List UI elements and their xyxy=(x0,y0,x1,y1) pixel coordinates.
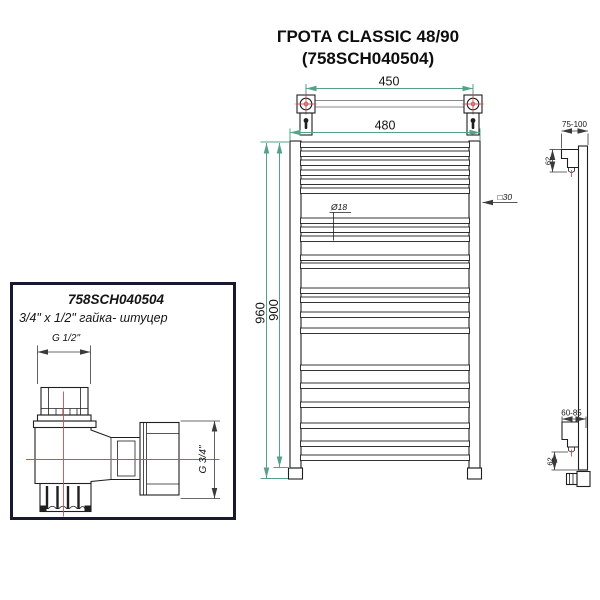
dim-overall-height: 960 xyxy=(253,141,290,479)
dim-62-top-label: 62 xyxy=(544,157,553,165)
rung-set xyxy=(300,141,470,461)
dim-450-label: 450 xyxy=(379,75,400,89)
dim-top-bracket-offset: 62 xyxy=(544,149,567,173)
rung xyxy=(300,217,470,224)
rung xyxy=(300,287,470,294)
left-post xyxy=(289,140,302,469)
rung xyxy=(300,311,470,318)
dim-body-height: 900 xyxy=(266,143,290,468)
left-foot xyxy=(287,467,304,480)
rung xyxy=(300,327,470,334)
post-profile-callout: □30 xyxy=(482,192,518,206)
side-bottom-fitting xyxy=(565,469,591,488)
rung xyxy=(300,262,470,269)
rung xyxy=(300,187,470,194)
rung xyxy=(300,159,470,166)
tube-diameter-label: Ø18 xyxy=(330,202,347,212)
fitting-drawing xyxy=(26,386,220,517)
detail-part-number: 758SCH040504 xyxy=(68,292,165,307)
base-foot xyxy=(40,505,47,512)
rung xyxy=(300,178,470,185)
rung xyxy=(300,226,470,233)
union-nut xyxy=(565,472,578,486)
rung xyxy=(300,254,470,261)
wall-bracket-left xyxy=(295,93,317,136)
front-view: 450 xyxy=(253,75,518,480)
bottom-thread xyxy=(39,482,92,513)
base-foot xyxy=(84,505,91,512)
dim-side-thread: G 3/4" xyxy=(180,420,220,499)
rung xyxy=(300,440,470,447)
dim-top-thread: G 1/2" xyxy=(37,333,91,384)
g-half-label: G 1/2" xyxy=(52,333,80,344)
rung xyxy=(300,169,470,176)
right-post xyxy=(468,140,481,469)
side-bottom-bracket xyxy=(561,421,579,457)
radiator-body xyxy=(287,140,483,480)
rung xyxy=(300,141,470,148)
dim-62-bottom-label: 62 xyxy=(546,457,555,465)
g-three-quarter-label: G 3/4" xyxy=(198,445,209,473)
right-foot xyxy=(466,467,483,480)
rung xyxy=(300,364,470,371)
rung xyxy=(300,401,470,408)
title-block: ГРОТА CLASSIC 48/90 (758SCH040504) xyxy=(277,27,459,68)
detail-box: 758SCH040504 3/4" x 1/2" гайка- штуцер G… xyxy=(10,282,236,520)
connection-nut xyxy=(139,421,180,496)
side-top-bracket xyxy=(560,148,579,177)
dim-top-wall-distance: 75-100 xyxy=(561,120,589,149)
tube-diameter-callout: Ø18 xyxy=(329,202,351,241)
dim-bottom-bracket-offset: 62 xyxy=(546,451,579,471)
dim-960-label: 960 xyxy=(253,302,268,324)
post-profile-label: □30 xyxy=(498,192,513,202)
detail-description: 3/4" x 1/2" гайка- штуцер xyxy=(19,311,168,325)
rung xyxy=(300,296,470,303)
rung xyxy=(300,454,470,461)
nipple xyxy=(117,440,136,477)
dim-bracket-spacing: 450 xyxy=(305,75,474,97)
dim-75-100-label: 75-100 xyxy=(562,120,587,129)
dim-60-85-label: 60-85 xyxy=(561,409,582,418)
dim-width: 480 xyxy=(289,119,481,140)
dim-bottom-wall-distance: 60-85 xyxy=(561,409,587,428)
rung xyxy=(300,150,470,157)
dim-900-label: 900 xyxy=(266,299,281,321)
drawing-title: ГРОТА CLASSIC 48/90 xyxy=(277,27,459,46)
rung xyxy=(300,382,470,389)
rung xyxy=(300,235,470,242)
rung xyxy=(300,422,470,429)
side-view: 75-100 62 60-85 62 xyxy=(544,120,591,488)
drawing-part-number: (758SCH040504) xyxy=(302,49,434,68)
dim-480-label: 480 xyxy=(375,119,396,133)
